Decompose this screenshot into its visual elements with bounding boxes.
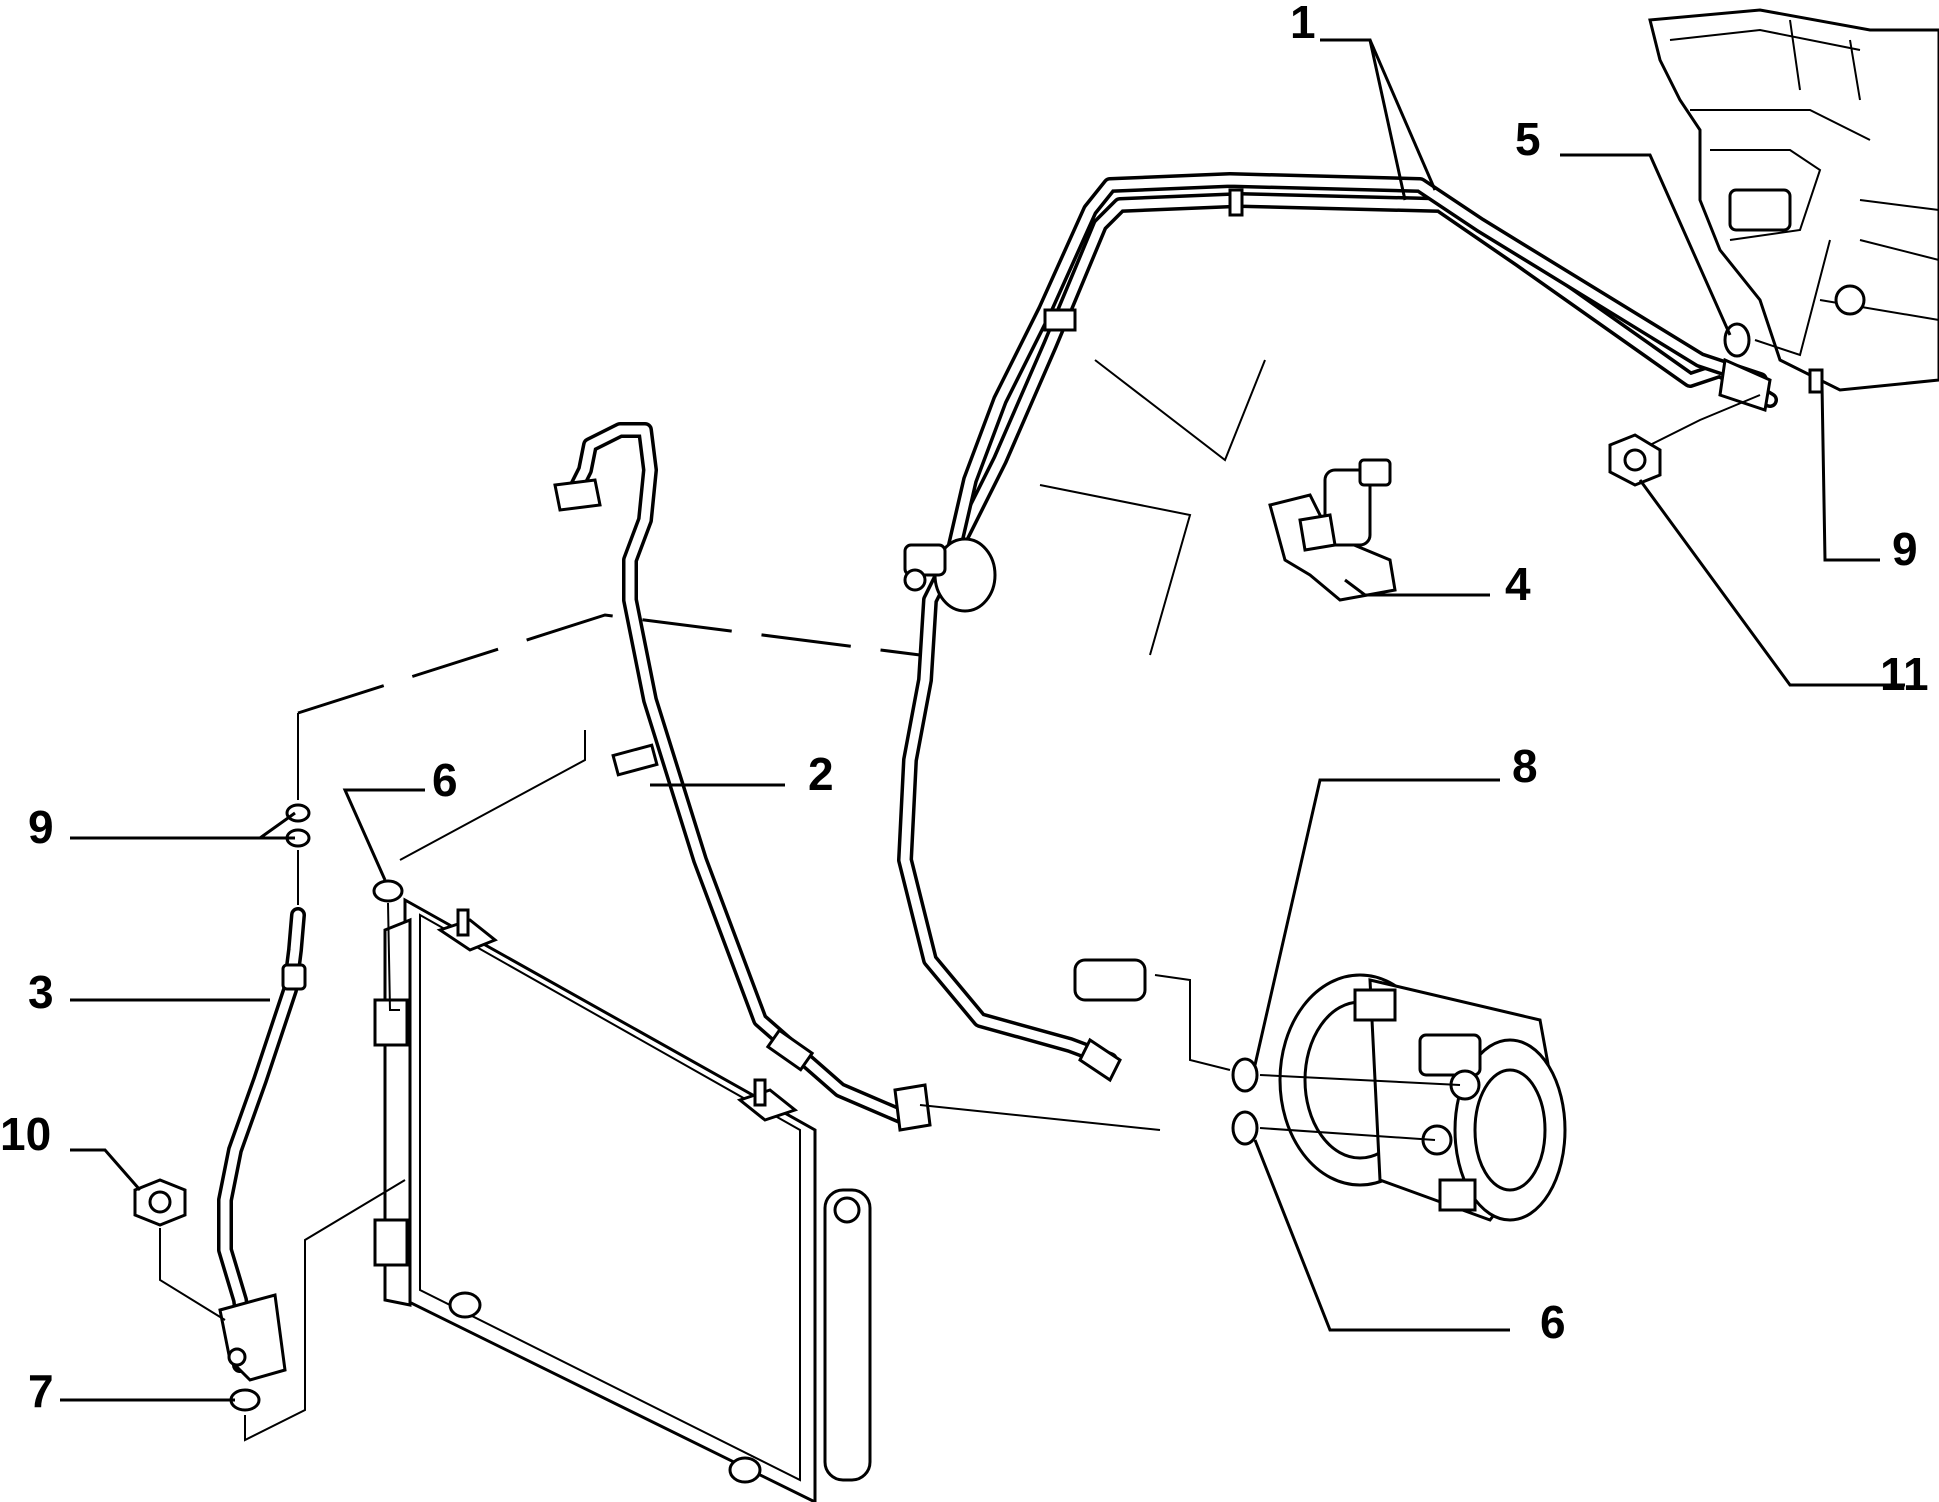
hose-assembly-1 xyxy=(897,172,1778,1083)
callout-9-left: 9 xyxy=(28,801,54,853)
assembly-lines xyxy=(159,239,1831,1442)
callout-11: 11 xyxy=(1880,648,1929,700)
hose-assembly-3 xyxy=(217,907,307,1382)
callout-6-top: 6 xyxy=(432,754,458,806)
break-symbols xyxy=(1039,359,1266,656)
leader-lines xyxy=(60,38,1905,1402)
o-rings xyxy=(229,322,1824,1412)
evaporator-unit xyxy=(1648,8,1939,392)
compressor xyxy=(1278,973,1567,1222)
callout-6-bottom: 6 xyxy=(1540,1296,1566,1348)
part-11-nut xyxy=(1608,433,1662,487)
callout-8: 8 xyxy=(1512,740,1538,792)
part-10-nut xyxy=(133,1178,187,1227)
callout-7: 7 xyxy=(28,1365,54,1417)
callout-labels: 1 2 3 4 5 6 6 7 8 9 9 10 11 xyxy=(0,0,1929,1417)
part-4-bracket xyxy=(1268,458,1397,602)
callout-5: 5 xyxy=(1515,113,1541,165)
condenser xyxy=(373,897,872,1502)
hose-assembly-2 xyxy=(553,422,932,1132)
callout-4: 4 xyxy=(1505,558,1531,610)
callout-1: 1 xyxy=(1290,0,1316,48)
callout-10: 10 xyxy=(0,1108,51,1160)
callout-2: 2 xyxy=(808,748,834,800)
callout-3: 3 xyxy=(28,966,54,1018)
callout-9-right: 9 xyxy=(1892,523,1918,575)
